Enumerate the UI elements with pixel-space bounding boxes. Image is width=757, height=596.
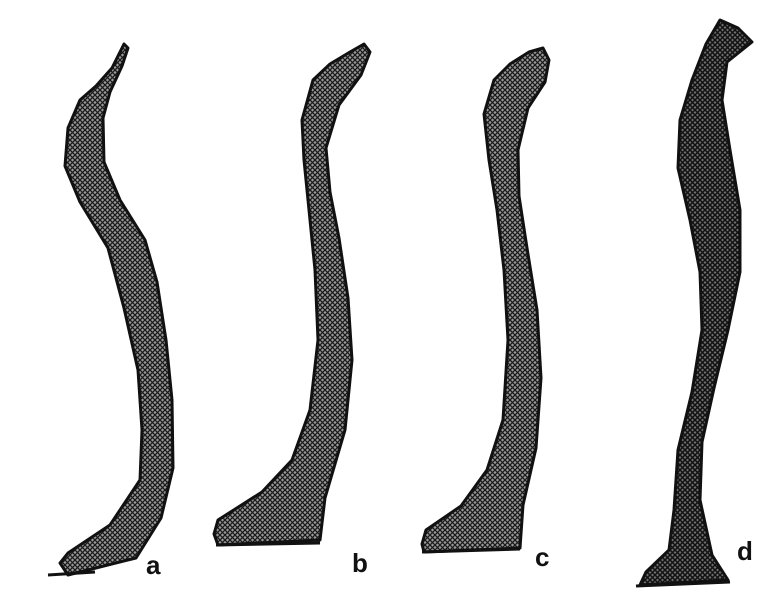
- panel-label-c: c: [535, 542, 549, 572]
- panel-label-b: b: [352, 548, 368, 578]
- panel-c: c: [422, 48, 549, 572]
- spine-profile-d: [640, 20, 752, 585]
- spine-profile-a: [60, 44, 173, 575]
- spine-profile-b: [214, 44, 370, 545]
- panel-label-d: d: [737, 536, 753, 566]
- panel-a: a: [48, 44, 173, 580]
- panel-b: b: [214, 44, 370, 578]
- panel-d: d: [636, 20, 753, 586]
- panel-label-a: a: [146, 550, 161, 580]
- spine-profile-c: [422, 48, 549, 552]
